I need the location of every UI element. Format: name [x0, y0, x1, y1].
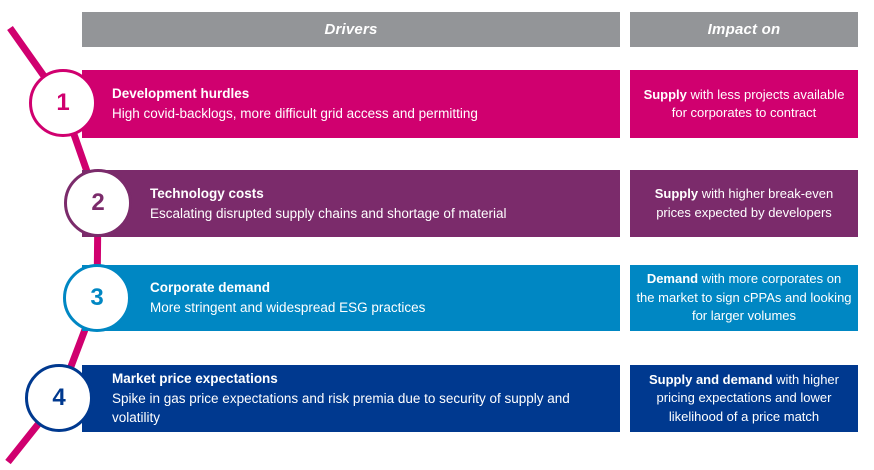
column-header-drivers: Drivers: [82, 12, 620, 47]
impact-bar-1[interactable]: Supply with less projects available for …: [630, 70, 858, 138]
driver-subtitle-4: Spike in gas price expectations and risk…: [112, 390, 570, 426]
step-circle-2[interactable]: 2: [64, 169, 132, 237]
impact-rest-1: with less projects available for corpora…: [671, 86, 845, 120]
impact-bold-1: Supply: [643, 86, 687, 102]
driver-subtitle-1: High covid-backlogs, more difficult grid…: [112, 106, 478, 121]
impact-bar-2[interactable]: Supply with higher break-even prices exp…: [630, 170, 858, 237]
impact-text-3: Demand with more corporates on the marke…: [636, 270, 852, 325]
impact-bold-4: Supply and demand: [649, 371, 773, 387]
column-header-drivers-label: Drivers: [324, 21, 378, 38]
impact-bold-3: Demand: [646, 271, 699, 287]
impact-bar-3[interactable]: Demand with more corporates on the marke…: [630, 265, 858, 331]
impact-bar-4[interactable]: Supply and demand with higher pricing ex…: [630, 365, 858, 432]
impact-rest-2: with higher break-even prices expected b…: [656, 186, 834, 220]
driver-subtitle-2: Escalating disrupted supply chains and s…: [150, 205, 507, 221]
impact-text-4: Supply and demand with higher pricing ex…: [636, 371, 852, 426]
driver-subtitle-3: More stringent and widespread ESG practi…: [150, 300, 426, 315]
driver-bar-2[interactable]: Technology costs Escalating disrupted su…: [82, 170, 620, 237]
impact-rest-4: with higher pricing expectations and low…: [656, 371, 839, 424]
impact-rest-3: with more corporates on the market to si…: [636, 271, 852, 324]
step-number-4: 4: [52, 384, 66, 411]
step-circle-4[interactable]: 4: [25, 364, 93, 432]
column-header-impact-label: Impact on: [707, 21, 781, 38]
driver-bar-1[interactable]: Development hurdles High covid-backlogs,…: [82, 70, 620, 138]
impact-text-1: Supply with less projects available for …: [636, 86, 852, 123]
driver-bar-4[interactable]: Market price expectations Spike in gas p…: [82, 365, 620, 432]
step-number-3: 3: [90, 284, 104, 311]
step-circle-1[interactable]: 1: [29, 69, 97, 137]
driver-title-3: Corporate demand: [150, 280, 271, 296]
impact-text-2: Supply with higher break-even prices exp…: [636, 185, 852, 222]
driver-bar-3[interactable]: Corporate demand More stringent and wide…: [82, 265, 620, 331]
column-header-impact: Impact on: [630, 12, 858, 47]
step-number-1: 1: [56, 89, 70, 116]
impact-bold-2: Supply: [654, 186, 699, 202]
driver-title-2: Technology costs: [150, 185, 264, 201]
driver-title-1: Development hurdles: [112, 86, 250, 102]
step-circle-3[interactable]: 3: [63, 264, 131, 332]
step-number-2: 2: [91, 189, 105, 216]
driver-title-4: Market price expectations: [112, 371, 278, 387]
